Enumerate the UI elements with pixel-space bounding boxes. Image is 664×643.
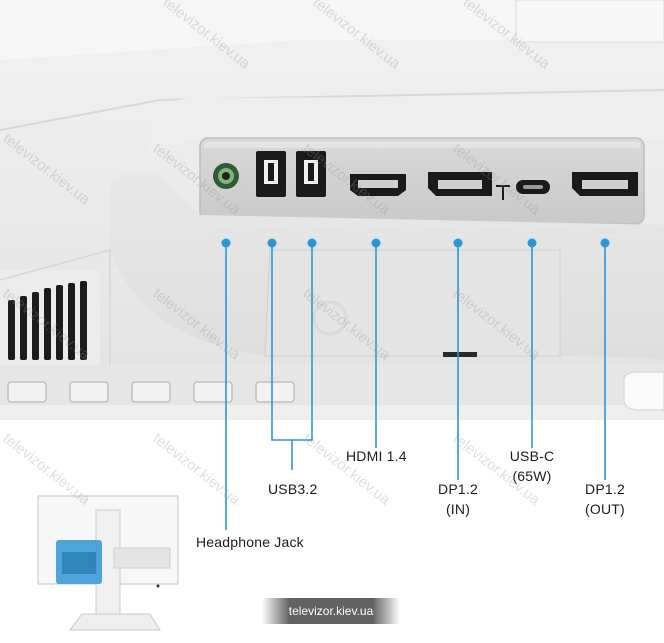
label-headphone-jack: Headphone Jack xyxy=(196,534,304,550)
ports xyxy=(213,151,638,200)
vent-slots xyxy=(8,281,87,360)
label-usbc: USB-C (65W) xyxy=(509,448,555,484)
bottom-feet xyxy=(7,381,295,403)
label-usb: USB3.2 xyxy=(268,481,318,497)
label-dp-out: DP1.2 (OUT) xyxy=(585,481,625,517)
callout-dots xyxy=(221,238,610,248)
monitor-thumbnail xyxy=(37,495,179,631)
callout-lines xyxy=(225,243,606,530)
label-hdmi: HDMI 1.4 xyxy=(346,448,407,464)
site-badge: televizor.kiev.ua xyxy=(262,598,400,624)
label-dp-in: DP1.2 (IN) xyxy=(438,481,478,517)
